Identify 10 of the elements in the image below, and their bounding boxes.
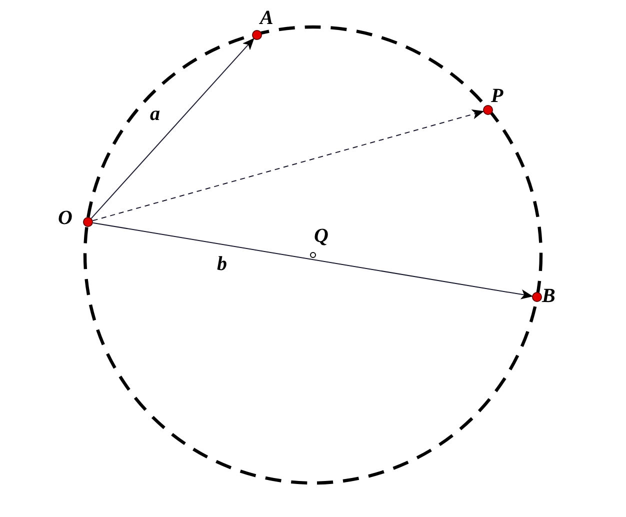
edge-label: a [150, 104, 160, 124]
arrow [90, 38, 254, 219]
point-label: Q [314, 226, 328, 246]
point-label: P [491, 86, 504, 106]
point-label: A [260, 8, 274, 28]
arrow [92, 110, 484, 222]
point-label: O [58, 208, 72, 228]
edge-label: b [217, 254, 227, 274]
point-label: B [542, 286, 556, 306]
arrow [92, 222, 534, 300]
